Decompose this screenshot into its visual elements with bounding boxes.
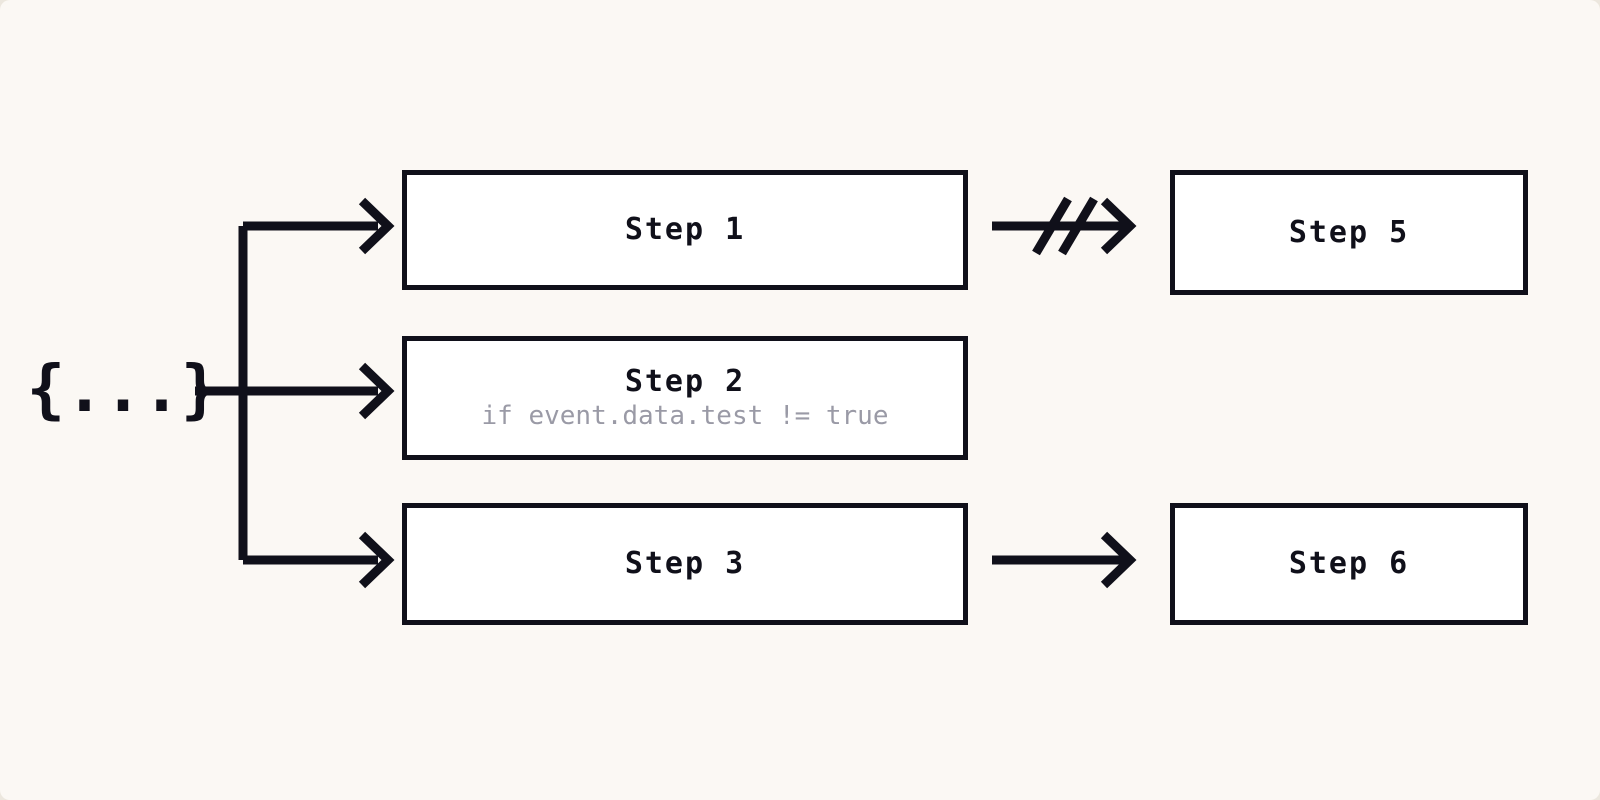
node-step-6[interactable]: Step 6 <box>1170 503 1528 625</box>
arrowhead-step-5 <box>1100 197 1137 255</box>
json-payload-braces-icon: {...} <box>26 353 220 427</box>
node-step-2-title: Step 2 <box>624 363 746 399</box>
node-step-5-title: Step 5 <box>1288 214 1410 250</box>
arrowhead-step-3 <box>358 531 395 589</box>
node-step-3[interactable]: Step 3 <box>402 503 968 625</box>
node-step-2-condition: if event.data.test != true <box>481 401 889 432</box>
trigger-node[interactable]: {...} <box>27 345 220 435</box>
node-step-1-title: Step 1 <box>624 212 746 248</box>
node-step-2[interactable]: Step 2 if event.data.test != true <box>402 336 968 460</box>
node-step-1[interactable]: Step 1 <box>402 170 968 290</box>
node-step-5[interactable]: Step 5 <box>1170 170 1528 295</box>
arrowhead-step-2 <box>358 362 395 420</box>
node-step-6-title: Step 6 <box>1288 546 1410 582</box>
arrowhead-step-1 <box>358 197 395 255</box>
arrowhead-step-6 <box>1100 531 1137 589</box>
node-step-3-title: Step 3 <box>624 546 746 582</box>
edge-crossed-marker <box>1032 196 1098 256</box>
